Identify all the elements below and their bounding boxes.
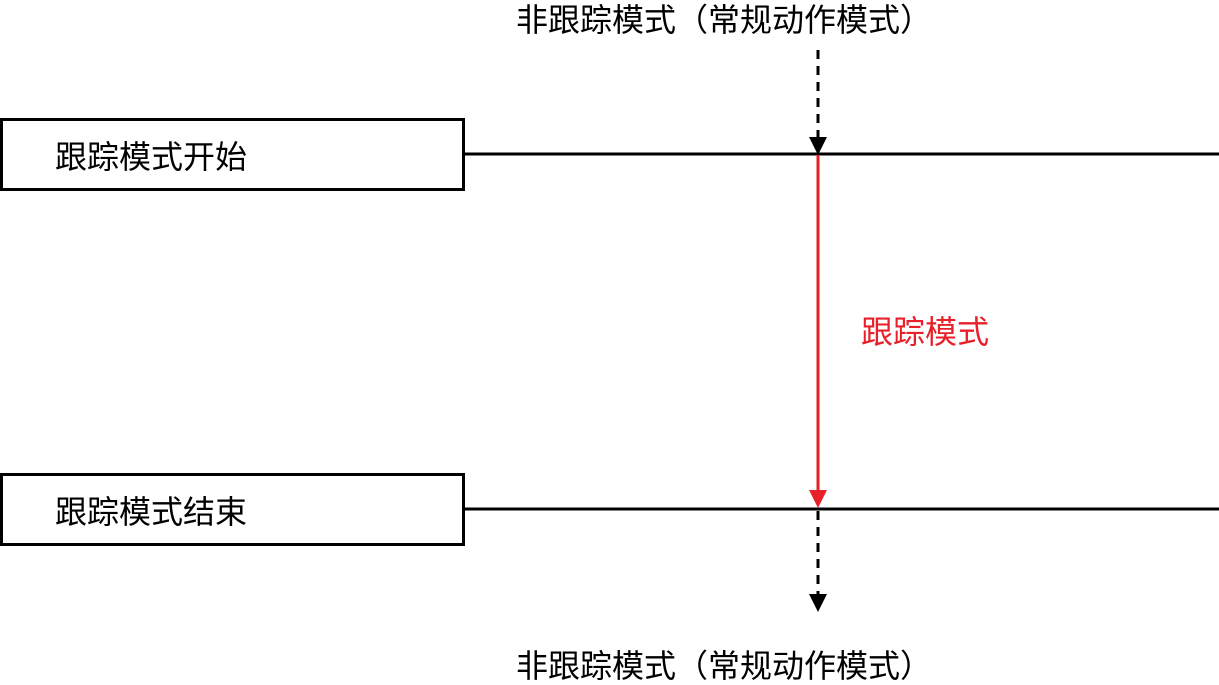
tracking-end-label: 跟踪模式结束	[55, 492, 248, 531]
top-mode-caption: 非跟踪模式（常规动作模式）	[516, 1, 933, 39]
tracking-end-box: 跟踪模式结束	[0, 473, 465, 546]
top-dashed-arrowhead	[809, 137, 827, 155]
tracking-arrowhead	[809, 490, 827, 508]
tracking-mode-label: 跟踪模式	[861, 313, 990, 351]
tracking-start-box: 跟踪模式开始	[0, 118, 465, 191]
bottom-dashed-arrowhead	[809, 594, 827, 612]
bottom-mode-caption: 非跟踪模式（常规动作模式）	[516, 647, 933, 685]
tracking-start-label: 跟踪模式开始	[55, 137, 248, 176]
